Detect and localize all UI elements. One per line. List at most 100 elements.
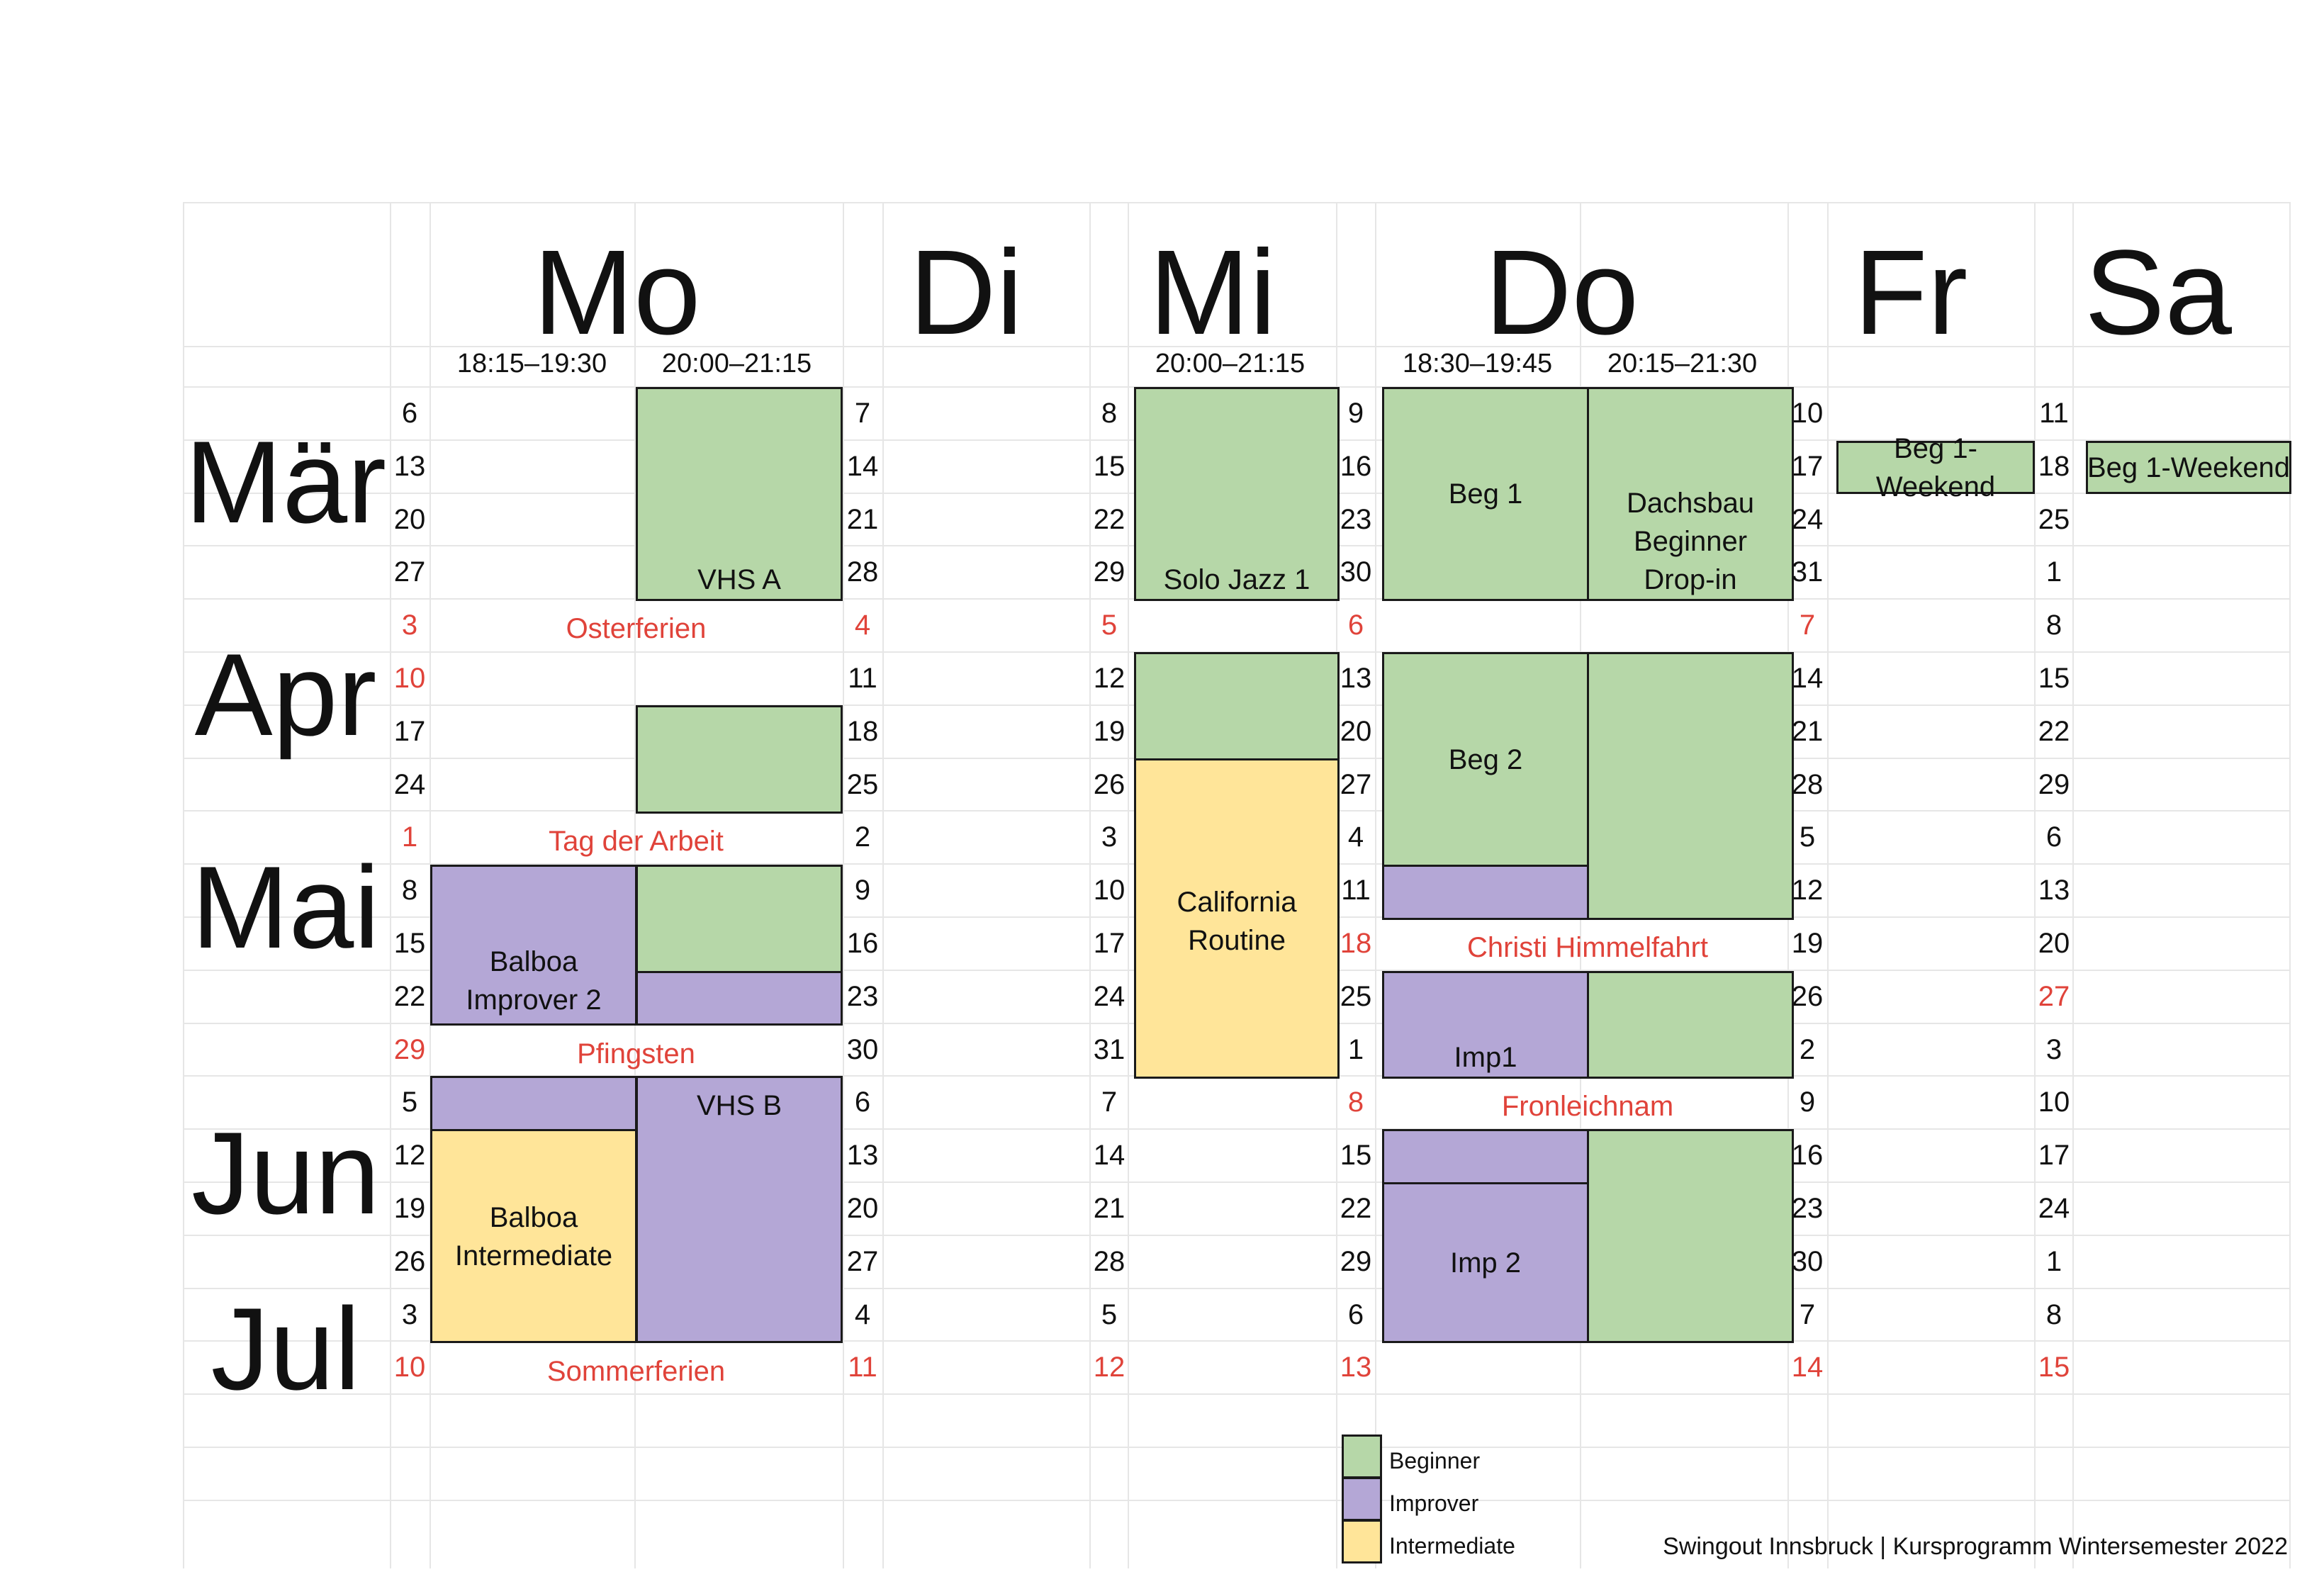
date-sa-4: 8	[2045, 609, 2062, 641]
date-fr-17: 7	[1799, 1298, 1816, 1330]
date-mo-4: 3	[401, 609, 418, 641]
legend-swatch-intermediate	[1342, 1520, 1382, 1563]
month-label-juni: Jun	[191, 1107, 381, 1238]
date-di-11: 23	[846, 980, 879, 1012]
date-mo-1: 13	[393, 450, 426, 482]
date-fr-16: 30	[1791, 1245, 1824, 1277]
course-block-california-routine	[1134, 758, 1340, 1079]
date-di-2: 21	[846, 503, 879, 535]
date-mi-6: 19	[1093, 715, 1125, 747]
date-mo-2: 20	[393, 503, 426, 535]
month-label-maerz: Mär	[184, 416, 387, 547]
date-mi-10: 17	[1093, 927, 1125, 959]
date-mi-14: 14	[1093, 1139, 1125, 1171]
date-sa-0: 11	[2039, 397, 2069, 429]
date-do-15: 22	[1340, 1192, 1372, 1224]
month-label-juli: Jul	[210, 1283, 361, 1414]
course-block-do-late-apr-beginner	[1587, 652, 1794, 920]
date-di-4: 4	[854, 609, 871, 641]
date-do-18: 13	[1340, 1351, 1372, 1383]
date-do-0: 9	[1347, 397, 1364, 429]
date-sa-14: 17	[2038, 1139, 2070, 1171]
date-do-8: 4	[1347, 821, 1364, 853]
date-mo-8: 1	[401, 821, 418, 853]
date-mi-17: 5	[1101, 1298, 1118, 1330]
date-do-5: 13	[1340, 662, 1372, 694]
date-do-11: 25	[1340, 980, 1372, 1012]
date-fr-12: 2	[1799, 1033, 1816, 1065]
date-sa-3: 1	[2045, 556, 2062, 588]
date-do-7: 27	[1340, 768, 1372, 800]
date-mo-9: 8	[401, 874, 418, 906]
course-label-beg-2: Beg 2	[1448, 743, 1523, 775]
date-mo-11: 22	[393, 980, 426, 1012]
course-block-do-late-mai-beginner	[1587, 971, 1794, 1079]
date-mi-3: 29	[1093, 556, 1125, 588]
course-label-balboa-intermediate: Balboa Intermediate	[454, 1202, 613, 1271]
date-fr-6: 21	[1791, 715, 1824, 747]
date-sa-5: 15	[2038, 662, 2070, 694]
date-do-16: 29	[1340, 1245, 1372, 1277]
date-di-14: 13	[846, 1139, 879, 1171]
legend-label-beginner: Beginner	[1389, 1448, 1481, 1473]
course-block-imp1	[1382, 971, 1589, 1079]
date-sa-16: 1	[2045, 1245, 2062, 1277]
date-di-16: 27	[846, 1245, 879, 1277]
date-fr-3: 31	[1791, 556, 1824, 588]
date-mi-9: 10	[1093, 874, 1125, 906]
course-block-beg1-weekend-fr	[1836, 441, 2035, 494]
course-label-balboa-improver-2: Balboa Improver 2	[466, 945, 602, 1016]
date-fr-2: 24	[1791, 503, 1824, 535]
date-do-4: 6	[1347, 609, 1364, 641]
date-di-6: 18	[846, 715, 879, 747]
date-di-3: 28	[846, 556, 879, 588]
date-do-12: 1	[1347, 1033, 1364, 1065]
date-mo-10: 15	[393, 927, 426, 959]
date-sa-6: 22	[2038, 715, 2070, 747]
date-sa-18: 15	[2038, 1351, 2070, 1383]
course-block-balboa-intermediate	[430, 1129, 637, 1343]
course-block-mo-late-mai-improver	[636, 971, 843, 1026]
date-fr-11: 26	[1791, 980, 1824, 1012]
course-block-solo-jazz-1	[1134, 387, 1340, 601]
holiday-label-sommerferien: Sommerferien	[546, 1356, 726, 1387]
date-fr-7: 28	[1791, 768, 1824, 800]
date-mo-18: 10	[393, 1351, 426, 1383]
course-label-imp1: Imp1	[1454, 1042, 1517, 1073]
course-label-beg-1: Beg 1	[1448, 478, 1523, 510]
course-block-balboa-improver-2	[430, 865, 637, 1026]
course-block-mo-late-mai	[636, 865, 843, 973]
legend-label-improver: Improver	[1389, 1490, 1479, 1516]
date-do-13: 8	[1347, 1086, 1364, 1118]
date-di-7: 25	[846, 768, 879, 800]
date-fr-1: 17	[1791, 450, 1824, 482]
date-mi-18: 12	[1093, 1351, 1125, 1383]
course-label-vhs-a: VHS A	[697, 564, 781, 595]
date-sa-1: 18	[2038, 450, 2070, 482]
date-sa-2: 25	[2038, 503, 2070, 535]
date-fr-4: 7	[1799, 609, 1816, 641]
course-block-do-early-mai-improver	[1382, 865, 1589, 920]
date-fr-9: 12	[1791, 874, 1824, 906]
time-slot-mo-early: 18:15–19:30	[456, 349, 607, 378]
holiday-label-fronleichnam: Fronleichnam	[1501, 1091, 1674, 1122]
date-fr-0: 10	[1791, 397, 1824, 429]
month-label-april: Apr	[194, 629, 377, 760]
time-slot-mo-late: 20:00–21:15	[661, 349, 812, 378]
course-block-beg-1	[1382, 387, 1589, 601]
course-block-dachsbau	[1587, 387, 1794, 601]
date-fr-14: 16	[1791, 1139, 1824, 1171]
date-di-13: 6	[854, 1086, 871, 1118]
date-sa-7: 29	[2038, 768, 2070, 800]
day-header-di: Di	[909, 225, 1023, 360]
date-do-6: 20	[1340, 715, 1372, 747]
date-mi-1: 15	[1093, 450, 1125, 482]
date-di-17: 4	[854, 1298, 871, 1330]
legend-swatch-beginner	[1342, 1435, 1382, 1478]
date-do-10: 18	[1340, 927, 1372, 959]
day-header-mo: Mo	[533, 225, 701, 360]
course-block-do-late-jun-beginner	[1587, 1129, 1794, 1343]
time-slot-do-early: 18:30–19:45	[1402, 349, 1553, 378]
date-di-10: 16	[846, 927, 879, 959]
holiday-label-tag-der-arbeit: Tag der Arbeit	[549, 826, 724, 857]
